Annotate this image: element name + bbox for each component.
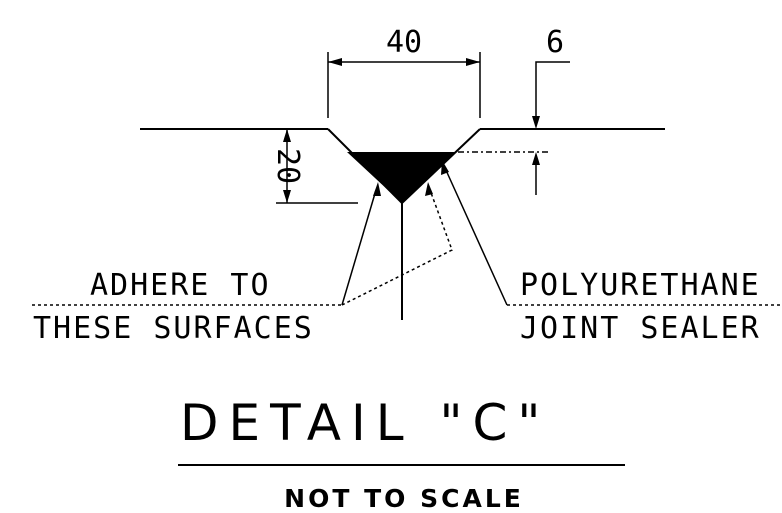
width-arrow-right <box>466 58 480 66</box>
detail-title: DETAIL "C" <box>180 394 550 452</box>
adhere-note-line2: THESE SURFACES <box>33 311 314 346</box>
depth-arrow-bottom <box>283 190 291 203</box>
sealer-leader <box>444 167 508 306</box>
sealer-note-line2: JOINT SEALER <box>520 311 761 346</box>
adhere-note-line1: ADHERE TO <box>90 268 271 303</box>
depth-label: 20 <box>270 148 305 184</box>
width-label: 40 <box>386 25 422 60</box>
adhere-arrow-2 <box>425 182 433 196</box>
recess-label: 6 <box>546 25 564 60</box>
sealer-note-line1: POLYURETHANE <box>520 268 761 303</box>
depth-arrow-top <box>283 129 291 142</box>
scale-note: NOT TO SCALE <box>284 484 524 513</box>
adhere-leader-2 <box>341 189 453 306</box>
groove-wall-right <box>401 128 481 204</box>
width-dimension: 40 <box>327 25 481 118</box>
recess-arrow-bottom <box>532 152 540 165</box>
sealant-fill <box>347 152 455 203</box>
leader-lines <box>341 160 508 306</box>
recess-dimension: 6 <box>458 25 570 195</box>
depth-dimension: 20 <box>270 128 358 204</box>
recess-arrow-top <box>532 116 540 129</box>
adhere-arrow-1 <box>373 182 381 196</box>
recess-leader <box>535 61 570 118</box>
adhere-leader-1 <box>341 189 377 306</box>
sealer-arrow <box>441 160 449 175</box>
width-arrow-left <box>328 58 342 66</box>
